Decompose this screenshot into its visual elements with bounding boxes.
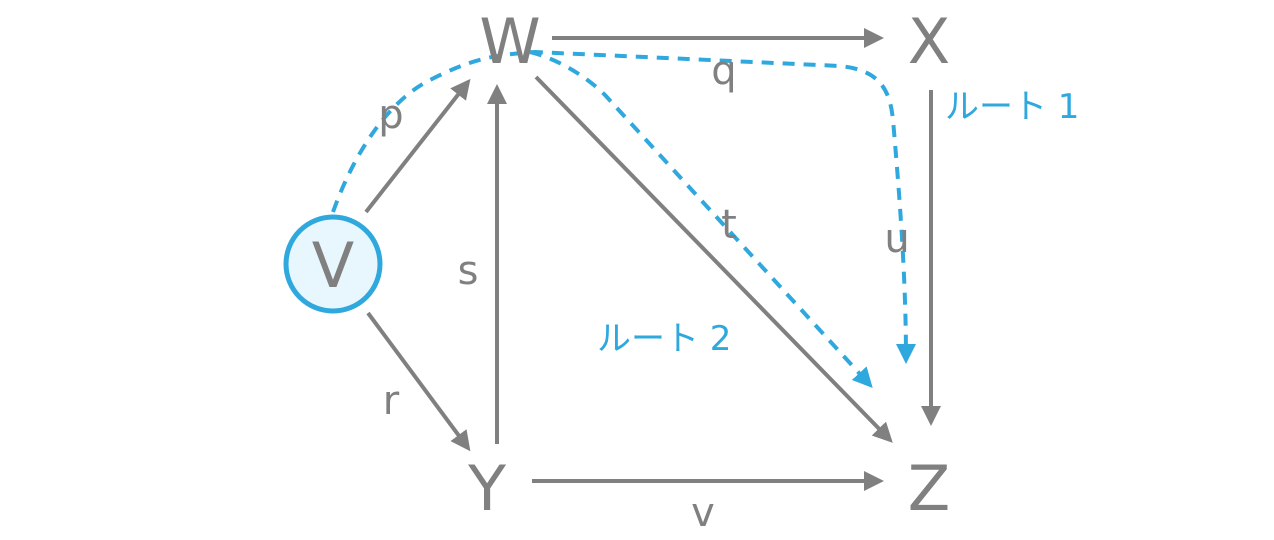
edge-v-label: v <box>691 490 715 536</box>
route-2-label: ルート 2 <box>597 319 731 359</box>
edge-s-label: s <box>458 248 479 294</box>
edge-t-arrow <box>534 75 893 443</box>
route-1-path <box>331 49 916 364</box>
node-v-label: V <box>312 229 354 302</box>
route-1-label: ルート 1 <box>945 87 1079 127</box>
edge-p-arrow <box>364 78 471 214</box>
edge-p-label: p <box>378 92 403 138</box>
node-z-label: Z <box>908 452 950 525</box>
edge-q-label: q <box>711 48 736 94</box>
route-2-path <box>529 50 873 388</box>
edge-t-label: t <box>721 202 737 248</box>
node-x-label: X <box>908 5 950 78</box>
start-node-circle <box>283 214 383 314</box>
node-y-label: Y <box>467 452 506 525</box>
edge-r-label: r <box>383 378 400 424</box>
node-w-label: W <box>479 5 540 78</box>
edge-u-label: u <box>884 216 909 262</box>
edge-r-arrow <box>366 311 471 452</box>
